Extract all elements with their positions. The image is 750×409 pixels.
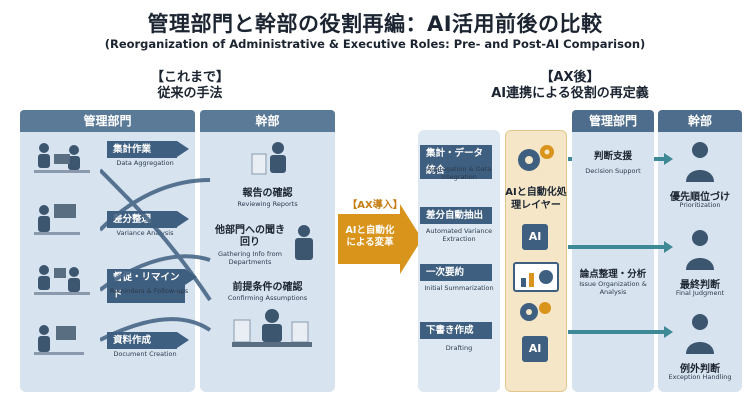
- task-en-documents: Document Creation: [113, 350, 177, 358]
- after-task-aggregation: 集計・データ統合: [420, 145, 492, 179]
- executive-icon: [686, 230, 714, 270]
- exec-role-final-judgment-en: Final Judgment: [675, 289, 725, 297]
- before-heading: 【これまで】 従来の手法: [120, 70, 260, 102]
- ax-arrow-head: [400, 204, 422, 274]
- exec-role-final-judgment: 最終判断: [680, 280, 720, 291]
- task-en-aggregation: Data Aggregation: [116, 159, 174, 167]
- executive-icon: [686, 142, 714, 182]
- before-bracket: 【これまで】: [150, 70, 229, 85]
- admin-role-decision-support-en: Decision Support: [585, 167, 641, 175]
- before-exec-header: 幹部: [200, 110, 335, 132]
- gear-icon-small: [520, 302, 551, 321]
- admin-role-issue-analysis: 論点整理・分析: [579, 269, 647, 280]
- exec-item-confirming: 前提条件の確認: [232, 282, 303, 293]
- ai-chip-icon-bottom: AI: [522, 336, 548, 362]
- after-title: AI連携による役割の再定義: [491, 86, 649, 101]
- after-task-variance-en: Automated Variance Extraction: [425, 227, 493, 243]
- after-task-drafting: 下書き作成: [420, 322, 492, 339]
- task-arrow-documents: 資料作成: [107, 332, 189, 349]
- after-task-drafting-en: Drafting: [445, 344, 473, 352]
- page-title: 管理部門と幹部の役割再編：AI活用前後の比較: [147, 12, 603, 36]
- exec-role-exception-en: Exception Handling: [668, 373, 732, 381]
- before-title: 従来の手法: [157, 86, 223, 101]
- executive-desk-icon: [232, 309, 312, 347]
- executive-reading-icon: [251, 142, 286, 175]
- crossing-arrows-graphic: [100, 168, 212, 342]
- admin-role-issue-analysis-en: Issue Organization & Analysis: [579, 280, 647, 296]
- before-admin-header: 管理部門: [20, 110, 195, 132]
- ax-label: 【AX導入】: [347, 200, 403, 211]
- ai-layer-title: AIと自動化処理レイヤー: [505, 187, 567, 211]
- page-subtitle: (Reorganization of Administrative & Exec…: [104, 37, 646, 51]
- admin-workers-illustration: [34, 143, 90, 355]
- flow-arrow-2: [568, 241, 673, 253]
- after-exec-header: 幹部: [658, 110, 742, 132]
- task-arrow-variance: 差分整理: [107, 211, 189, 228]
- gear-icon: [518, 145, 554, 171]
- exec-role-prioritization: 優先順位づけ: [670, 192, 730, 203]
- exec-role-prioritization-en: Prioritization: [679, 201, 721, 209]
- flow-arrow-3: [568, 326, 673, 338]
- executive-phone-icon: [295, 225, 313, 260]
- ai-chip-icon: AI: [522, 224, 548, 250]
- admin-role-decision-support: 判断支援: [572, 148, 654, 162]
- ax-text: AIと自動化による変革: [345, 225, 395, 248]
- executive-icon: [686, 314, 714, 354]
- exec-role-exception: 例外判断: [680, 364, 720, 375]
- after-bracket: 【AX後】: [540, 70, 600, 85]
- chart-screen-icon: [513, 262, 559, 292]
- task-en-variance: Variance Analysis: [116, 229, 174, 237]
- exec-item-confirming-en: Confirming Assumptions: [227, 294, 308, 302]
- task-en-reminders: Reminders & Follow-ups: [109, 287, 189, 295]
- exec-item-reviewing-en: Reviewing Reports: [237, 200, 298, 208]
- after-task-aggregation-en: Aggregation & Data Integration: [426, 165, 492, 181]
- after-task-summarization-en: Initial Summarization: [424, 284, 494, 292]
- exec-item-gathering-en: Gathering Info from Departments: [218, 250, 282, 266]
- after-admin-header: 管理部門: [572, 110, 654, 132]
- exec-item-gathering: 他部門への聞き回り: [215, 225, 285, 248]
- ai-layer-panel: [505, 130, 567, 392]
- exec-item-reviewing: 報告の確認: [242, 188, 293, 199]
- ax-arrow: [338, 214, 400, 264]
- after-heading: 【AX後】 AI連携による役割の再定義: [470, 70, 670, 102]
- after-task-summarization: 一次要約: [420, 264, 492, 281]
- after-task-variance: 差分自動抽出: [420, 207, 492, 224]
- worker-icon: [34, 143, 90, 355]
- task-arrow-aggregation: 集計作業: [107, 141, 189, 158]
